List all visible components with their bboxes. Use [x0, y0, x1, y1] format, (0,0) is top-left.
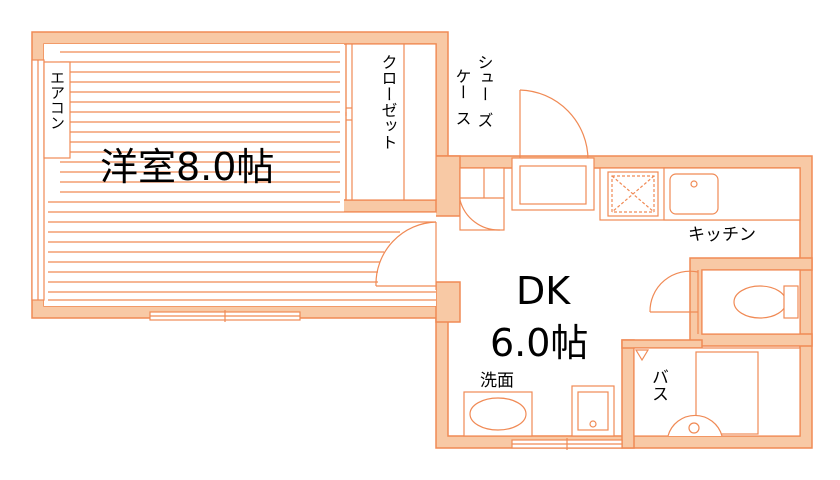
kitchen-counter — [599, 167, 801, 221]
dk-name-label: DK — [516, 269, 571, 313]
shoes-case-label-line1: シュー — [475, 54, 494, 102]
aircon-label: エアコン — [48, 70, 66, 130]
closet-wall-bottom — [339, 199, 437, 213]
shoes-case-label-line1b: ズ — [475, 112, 494, 128]
dk-size-label: 6.0帖 — [490, 321, 588, 365]
aircon-unit — [43, 61, 71, 159]
western-room-label: 洋室8.0帖 — [100, 145, 274, 189]
shoes-case-label-line2b: ス — [453, 110, 472, 126]
kitchen-label: キッチン — [688, 225, 756, 245]
windows — [31, 59, 623, 450]
shoes-case-label-line2: ケー — [453, 68, 472, 100]
washroom — [463, 385, 615, 437]
bathtub — [633, 347, 801, 437]
bath-label: バス — [648, 368, 668, 402]
entrance-door — [511, 89, 595, 211]
bath-wall — [621, 339, 635, 449]
bath-top-wall — [621, 339, 703, 349]
toilet — [649, 269, 801, 335]
closet — [345, 43, 437, 201]
western-room-floor — [44, 44, 436, 306]
partition-wall — [435, 281, 461, 323]
door-western-dk — [375, 221, 437, 290]
closet-label: クローゼット — [379, 54, 398, 150]
washroom-label: 洗面 — [480, 371, 514, 391]
shoes-case — [459, 167, 505, 231]
